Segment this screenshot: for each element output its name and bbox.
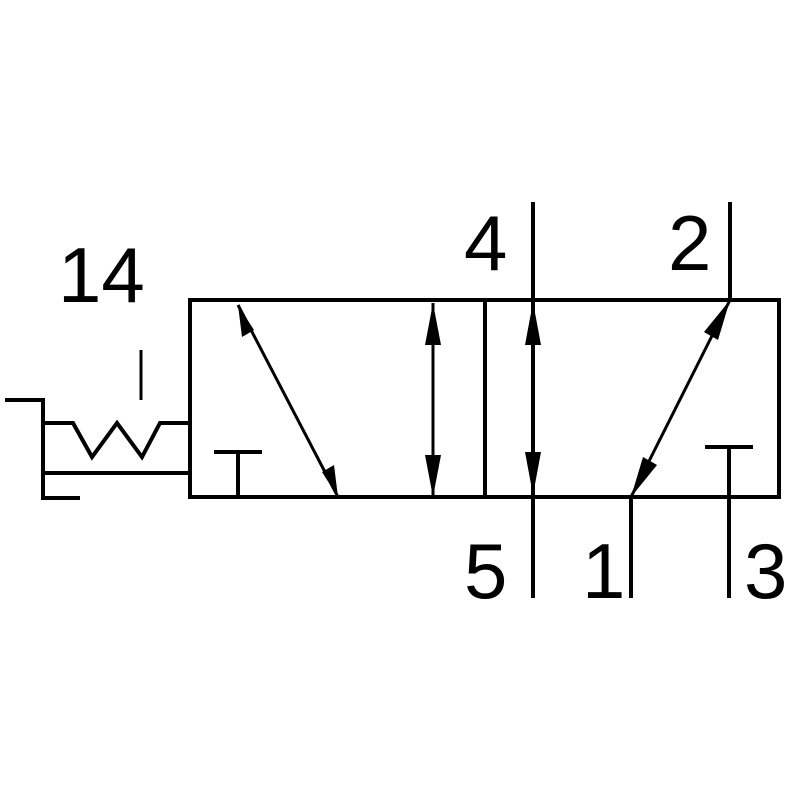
port-2-label: 2 <box>668 199 711 287</box>
spring-icon <box>43 419 190 461</box>
left-position <box>214 303 441 498</box>
port-5-label: 5 <box>464 527 507 615</box>
right-position <box>525 299 753 498</box>
port-1-label: 1 <box>582 527 625 615</box>
spring-actuator <box>5 350 190 500</box>
pilot-port-label: 14 <box>58 231 145 319</box>
port-4-label: 4 <box>464 199 507 287</box>
port-3-label: 3 <box>744 527 787 615</box>
